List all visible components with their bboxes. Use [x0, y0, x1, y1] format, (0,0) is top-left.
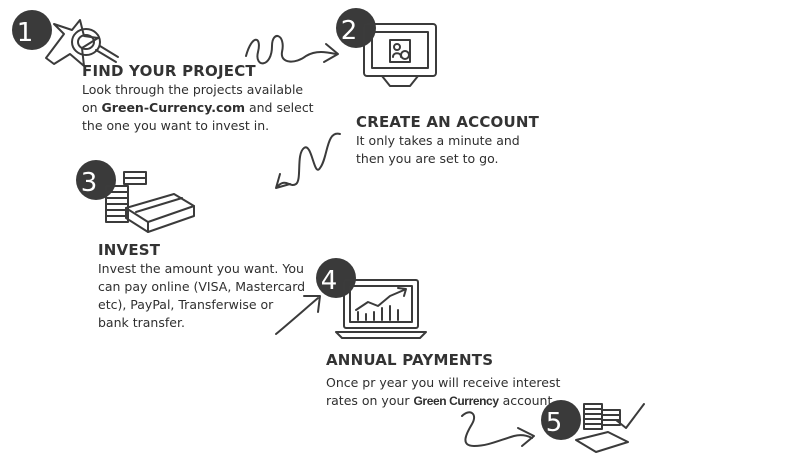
- step-4-line-2-post: account.: [498, 393, 557, 408]
- step-1-line-2-post: and select: [244, 100, 314, 115]
- step-1-line-2-pre: on: [82, 100, 102, 115]
- step-2-number: 2: [336, 8, 376, 48]
- step-2-heading: CREATE AN ACCOUNT: [356, 113, 540, 131]
- step-5-number: 5: [541, 400, 581, 440]
- magnifier-icon: [45, 19, 119, 67]
- squiggle-arrow-2-to-3: [275, 132, 341, 189]
- step-1-heading: FIND YOUR PROJECT: [82, 62, 256, 80]
- step-1-description: Look through the projects available on G…: [82, 81, 352, 135]
- arrow-3-to-4: [275, 295, 321, 335]
- step-4-heading: ANNUAL PAYMENTS: [326, 351, 494, 369]
- squiggle-arrow-1-to-2: [245, 35, 339, 65]
- green-currency-link-text: Green-Currency.com: [101, 100, 245, 115]
- step-1-line-3: the one you want to invest in.: [82, 118, 270, 133]
- step-2-line-1: It only takes a minute and: [356, 133, 520, 148]
- money-stack-icon: [105, 171, 195, 233]
- step-1-line-1: Look through the projects available: [82, 82, 304, 97]
- step-4-line-2: rates on your Green Currency account.: [326, 392, 606, 410]
- step-2-line-2: then you are set to go.: [356, 151, 499, 166]
- monitor-account-icon: [363, 23, 437, 87]
- step-2-description: It only takes a minute and then you are …: [356, 132, 596, 168]
- step-4-line-2-pre: rates on your: [326, 393, 414, 408]
- laptop-chart-icon: [335, 279, 427, 339]
- step-3-heading: INVEST: [98, 241, 161, 259]
- step-3-line-4: bank transfer.: [98, 315, 185, 330]
- coins-check-icon: [575, 403, 645, 453]
- step-1-number: 1: [12, 10, 52, 50]
- step-3-line-3: etc), PayPal, Transferwise or: [98, 297, 274, 312]
- step-1-line-2: on Green-Currency.com and select: [82, 99, 352, 117]
- step-4-line-1: Once pr year you will receive interest: [326, 375, 561, 390]
- step-4-description: Once pr year you will receive interest r…: [326, 374, 606, 410]
- step-3-line-1: Invest the amount you want. You: [98, 261, 304, 276]
- step-3-line-2: can pay online (VISA, Mastercard: [98, 279, 306, 294]
- squiggle-arrow-4-to-5: [461, 411, 535, 447]
- step-3-number: 3: [76, 160, 116, 200]
- green-currency-brand: Green Currency: [413, 394, 500, 408]
- step-3-description: Invest the amount you want. You can pay …: [98, 260, 338, 332]
